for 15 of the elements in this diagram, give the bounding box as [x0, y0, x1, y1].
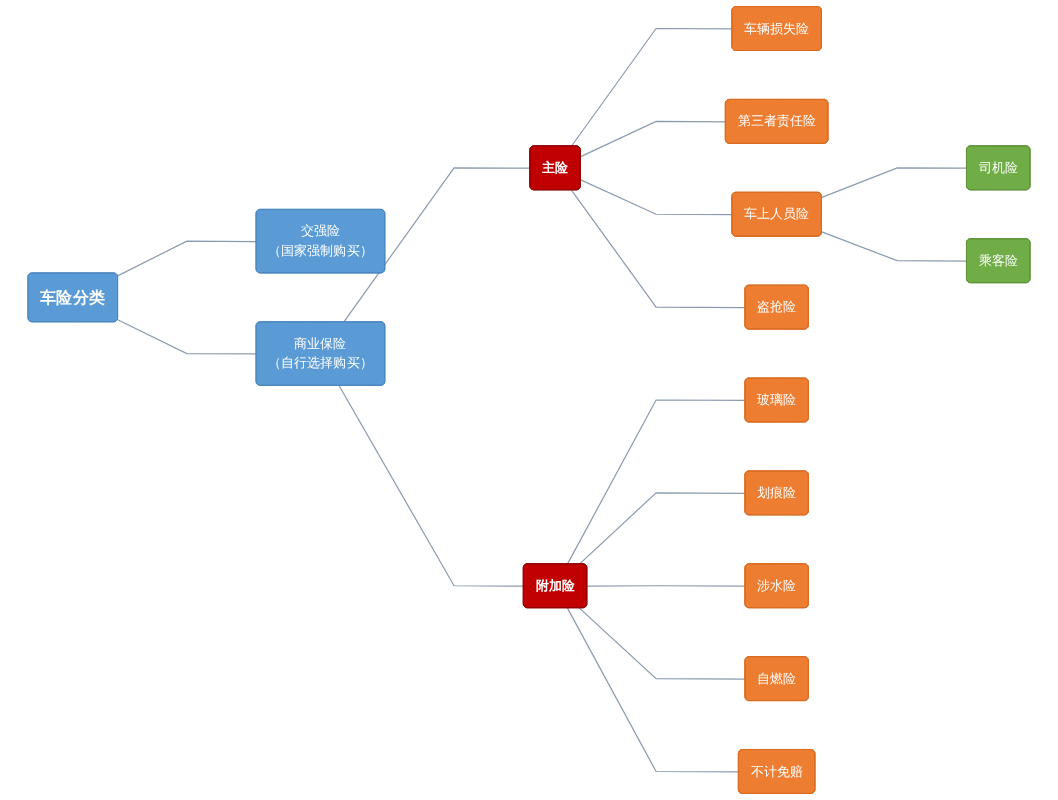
connector: [580, 120, 727, 158]
connector: [570, 27, 733, 147]
connector: [586, 585, 746, 587]
connector: [566, 399, 746, 565]
connector: [117, 319, 258, 355]
connector: [566, 607, 740, 773]
connector: [343, 167, 531, 323]
connector: [821, 167, 968, 198]
connector: [580, 179, 733, 216]
connector: [570, 189, 746, 309]
connector: [821, 231, 968, 262]
connector: [578, 492, 746, 565]
connector: [338, 385, 525, 587]
connector: [117, 240, 258, 277]
connector: [578, 607, 746, 680]
